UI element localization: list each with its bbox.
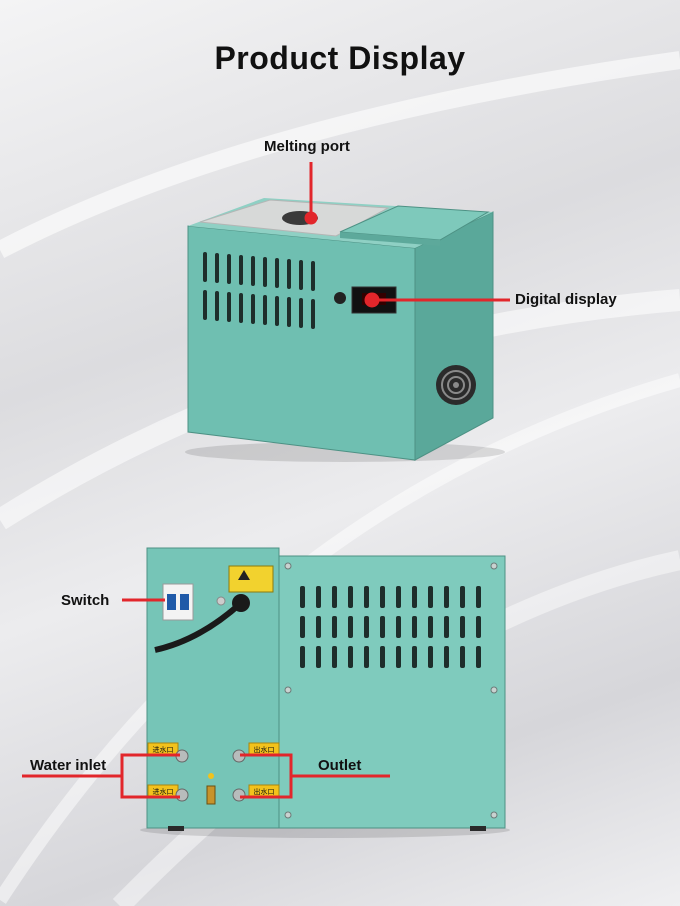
inlet-top-plate-text: 进水口 (153, 745, 174, 754)
melting-furnace-front-view (185, 198, 505, 462)
inlet-bottom-plate-text: 进水口 (153, 787, 174, 796)
water-inlet-bracket (120, 753, 180, 799)
outlet-bottom-plate-text: 出水口 (254, 787, 275, 796)
switch-label: Switch (61, 592, 110, 609)
outlet-top-plate-text: 出水口 (254, 745, 275, 754)
melting-port-label: Melting port (264, 138, 350, 155)
digital-display-label: Digital display (515, 291, 617, 308)
melting-furnace-rear-view: 进水口 进水口 出水口 出水口 (140, 547, 510, 838)
page-title: Product Display (214, 40, 466, 76)
outlet-label: Outlet (318, 757, 362, 774)
water-inlet-label: Water inlet (30, 757, 107, 774)
